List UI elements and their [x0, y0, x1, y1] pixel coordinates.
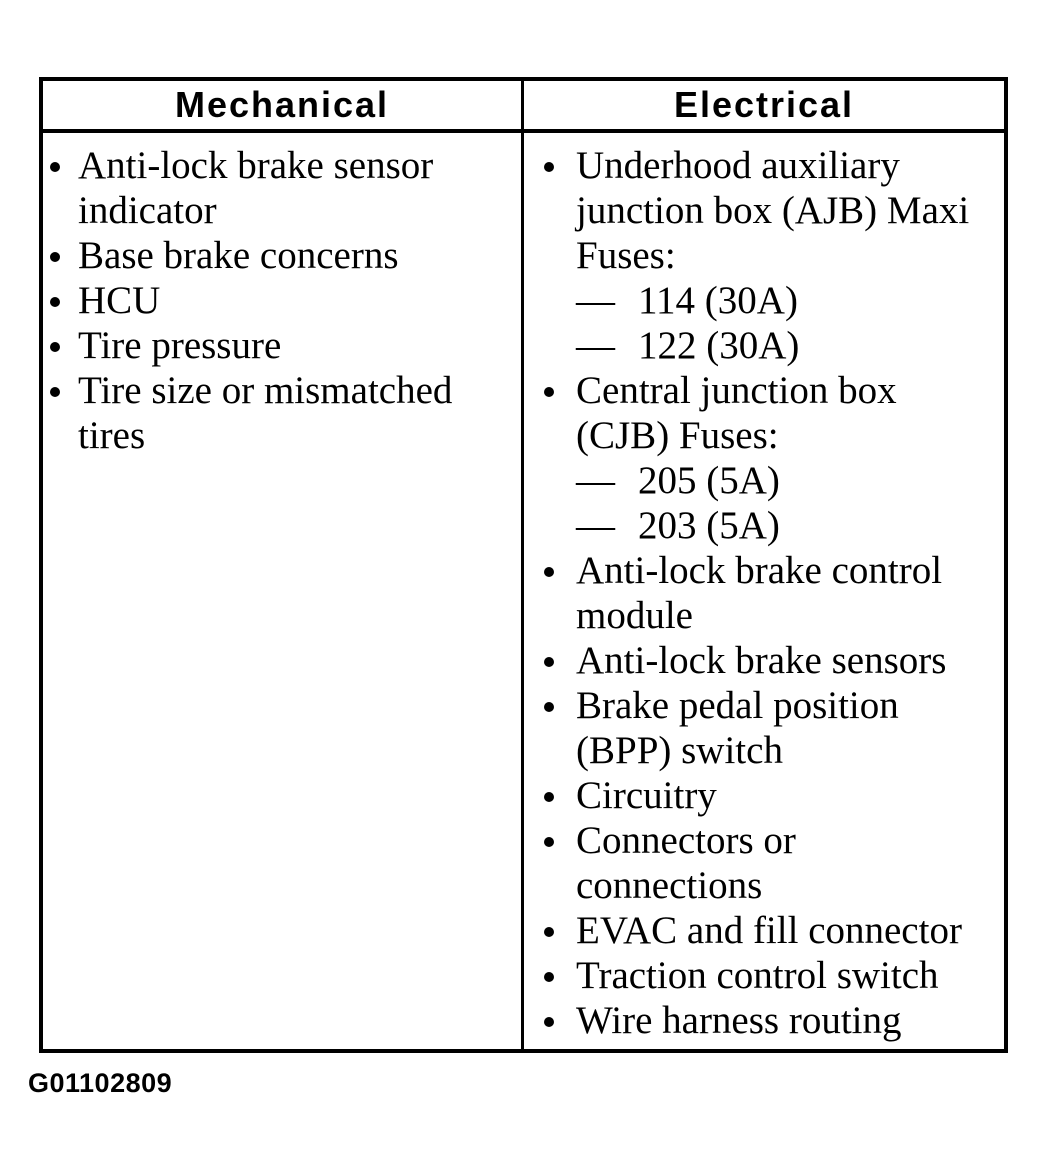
list-item: Anti-lock brake control module: [538, 548, 1002, 638]
item-text: Underhood auxiliary junction box (AJB) M…: [576, 144, 970, 277]
bullet-icon: [47, 368, 78, 397]
item-text: Connectors or connections: [576, 819, 796, 907]
dash-marker: —: [576, 504, 615, 547]
item-text: Central junction box (CJB) Fuses:: [576, 369, 897, 457]
list-item: Circuitry: [538, 773, 1002, 818]
item-text: Tire size or mismatched tires: [78, 369, 453, 457]
list-item: Traction control switch: [538, 953, 1002, 998]
bullet-dot: [544, 657, 554, 667]
list-item: — 114 (30A): [538, 278, 1002, 323]
column-header-mechanical: Mechanical: [43, 81, 524, 133]
list-item: — 203 (5A): [538, 503, 1002, 548]
bullet-icon: [47, 278, 78, 307]
item-text: Base brake concerns: [78, 234, 399, 277]
bullet-icon: [538, 818, 576, 847]
list-item: Central junction box (CJB) Fuses:: [538, 368, 1002, 458]
item-text: 122 (30A): [638, 324, 800, 367]
bullet-dot: [544, 387, 554, 397]
figure-id: G01102809: [28, 1068, 173, 1098]
item-text: Tire pressure: [78, 324, 282, 367]
bullet-dot: [50, 252, 60, 262]
bullet-icon: [538, 143, 576, 172]
diagnosis-table: Mechanical Electrical Anti-lock brake se…: [39, 77, 1008, 1053]
bullet-icon: [47, 143, 78, 172]
item-text: Anti-lock brake sensors: [576, 639, 947, 682]
list-item: HCU: [47, 278, 517, 323]
bullet-dot: [544, 792, 554, 802]
bullet-icon: [47, 233, 78, 262]
dash-marker: —: [576, 459, 615, 502]
dash-marker: —: [576, 279, 615, 322]
bullet-icon: [538, 638, 576, 667]
bullet-icon: [538, 998, 576, 1027]
bullet-icon: [538, 683, 576, 712]
bullet-icon: [538, 908, 576, 937]
list-item: Base brake concerns: [47, 233, 517, 278]
list-item: Underhood auxiliary junction box (AJB) M…: [538, 143, 1002, 278]
bullet-dot: [544, 567, 554, 577]
bullet-dot: [544, 837, 554, 847]
bullet-icon: [538, 773, 576, 802]
column-header-electrical: Electrical: [524, 81, 1004, 133]
bullet-dot: [544, 927, 554, 937]
list-item: Wire harness routing: [538, 998, 1002, 1043]
item-text: HCU: [78, 279, 161, 322]
bullet-dot: [544, 1017, 554, 1027]
bullet-icon: [47, 323, 78, 352]
bullet-dot: [50, 387, 60, 397]
bullet-dot: [50, 342, 60, 352]
bullet-icon: [538, 953, 576, 982]
item-text: 205 (5A): [638, 459, 780, 502]
item-text: Anti-lock brake control module: [576, 549, 943, 637]
item-text: 203 (5A): [638, 504, 780, 547]
item-text: EVAC and fill connector: [576, 909, 962, 952]
list-item: EVAC and fill connector: [538, 908, 1002, 953]
item-text: Traction control switch: [576, 954, 939, 997]
item-text: 114 (30A): [638, 279, 798, 322]
list-item: Tire size or mismatched tires: [47, 368, 517, 458]
item-text: Wire harness routing: [576, 999, 902, 1042]
list-item: Anti-lock brake sensors: [538, 638, 1002, 683]
dash-marker: —: [576, 324, 615, 367]
list-item: Tire pressure: [47, 323, 517, 368]
bullet-dot: [544, 972, 554, 982]
list-item: — 205 (5A): [538, 458, 1002, 503]
list-item: Brake pedal position (BPP) switch: [538, 683, 1002, 773]
electrical-item-list: Underhood auxiliary junction box (AJB) M…: [524, 133, 1004, 1049]
bullet-dot: [50, 162, 60, 172]
bullet-dot: [50, 297, 60, 307]
bullet-dot: [544, 162, 554, 172]
bullet-icon: [538, 368, 576, 397]
list-item: Connectors or connections: [538, 818, 1002, 908]
bullet-dot: [544, 702, 554, 712]
list-item: Anti-lock brake sensor indicator: [47, 143, 517, 233]
item-text: Circuitry: [576, 774, 717, 817]
item-text: Brake pedal position (BPP) switch: [576, 684, 899, 772]
item-text: Anti-lock brake sensor indicator: [78, 144, 434, 232]
bullet-icon: [538, 548, 576, 577]
list-item: — 122 (30A): [538, 323, 1002, 368]
